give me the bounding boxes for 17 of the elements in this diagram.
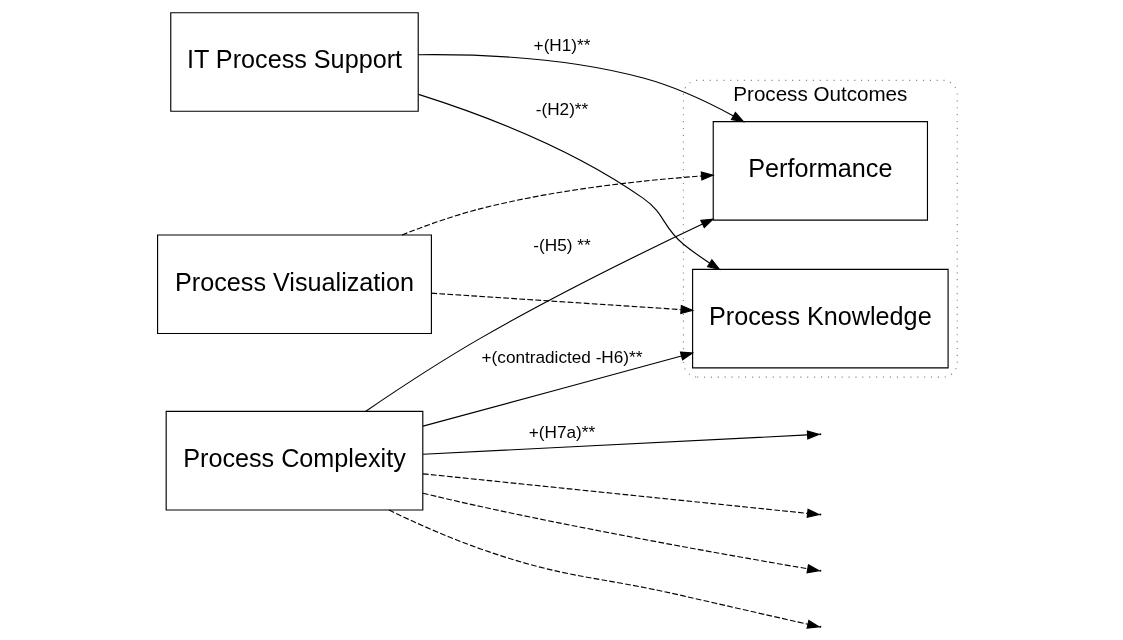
- arrow: [417, 54, 745, 123]
- arrow: [421, 351, 694, 427]
- node-box: Process Visualization: [156, 234, 432, 335]
- edge-label: -(H5) **: [532, 235, 591, 256]
- arrow: [417, 93, 721, 271]
- edge-label: +(H1)**: [533, 34, 590, 55]
- node-box: IT Process Support: [169, 12, 419, 112]
- node-box: Process Complexity: [165, 410, 423, 511]
- arrow: [400, 171, 715, 236]
- edge-label: +(H7a)**: [528, 421, 595, 442]
- edge-label: -(H2)**: [535, 98, 588, 119]
- arrow: [421, 430, 821, 455]
- node-box: Performance: [712, 121, 928, 221]
- node-box: Process Knowledge: [691, 268, 949, 369]
- arrow: [430, 292, 694, 315]
- arrow: [364, 218, 714, 412]
- edge-label: +(contradicted -H6)**: [481, 347, 642, 368]
